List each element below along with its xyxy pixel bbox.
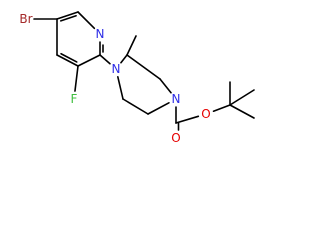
bond-c3-c4 bbox=[56, 54, 79, 67]
bond-double-c3-c4 bbox=[60, 52, 78, 63]
bond-ca-me bbox=[126, 35, 137, 56]
bond-c5-c6 bbox=[56, 11, 79, 20]
bond-c3-f bbox=[74, 65, 79, 92]
bond-lines bbox=[33, 11, 255, 131]
bond-n4-cc bbox=[147, 101, 170, 115]
bond-cq-m2 bbox=[229, 104, 255, 119]
bond-c2-n1 bbox=[99, 54, 111, 65]
atom-br: Br bbox=[19, 12, 32, 26]
bond-cd-n1 bbox=[117, 75, 124, 100]
chemical-structure: Br F N N N O O bbox=[19, 11, 255, 145]
bond-c6-np bbox=[77, 11, 96, 30]
bond-oe-cq bbox=[212, 104, 231, 112]
bond-cc-cd bbox=[122, 98, 149, 115]
bond-double-c5-c6 bbox=[59, 14, 77, 22]
bond-c2-c3 bbox=[77, 54, 101, 67]
bond-n1-ca bbox=[120, 54, 128, 64]
atom-n-pyridine: N bbox=[96, 27, 105, 41]
atom-f: F bbox=[71, 92, 78, 106]
atom-n-piperazine-1: N bbox=[112, 62, 121, 76]
bond-cq-m1 bbox=[229, 89, 255, 106]
atom-labels: Br F N N N O O bbox=[19, 12, 210, 145]
atom-n-piperazine-4: N bbox=[172, 92, 181, 106]
atom-o-ether: O bbox=[201, 107, 210, 121]
atom-o-carbonyl: O bbox=[171, 131, 180, 145]
bond-cb-n4 bbox=[159, 78, 172, 94]
bond-ca-cb bbox=[126, 54, 161, 80]
bond-cco-oe bbox=[175, 115, 200, 124]
